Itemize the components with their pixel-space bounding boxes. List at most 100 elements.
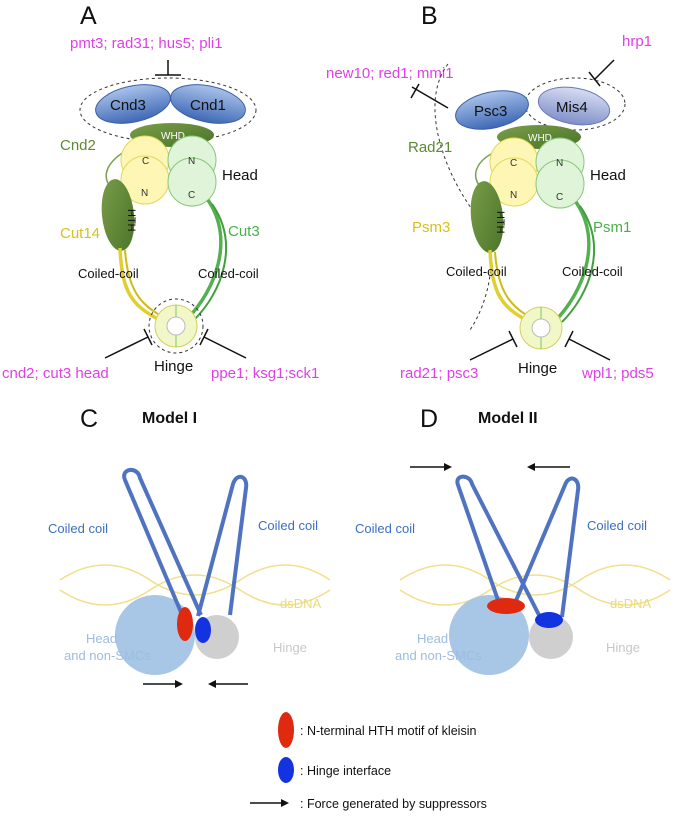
hinge-iface-c <box>195 617 211 643</box>
head-label-c-2: and non-SMCs <box>64 648 151 663</box>
cnd3-subunit <box>95 84 171 124</box>
hinge-label-b: Hinge <box>518 360 557 377</box>
head-label: Head <box>222 167 258 184</box>
coil-left-d <box>455 474 542 618</box>
dsdna-strand-1 <box>59 564 331 596</box>
mis4-label: Mis4 <box>556 99 588 116</box>
hth-label: HTH <box>125 209 137 232</box>
panel-d-title: Model II <box>478 410 538 427</box>
mis4-subunit <box>537 86 611 126</box>
inhibit-b-topleft-line <box>411 86 449 109</box>
panel-b-top-right-suppressors: hrp1 <box>622 33 652 50</box>
hth-motif <box>101 179 135 251</box>
inhibit-b-topright-line <box>593 59 615 81</box>
coil-right-c <box>196 474 249 617</box>
inhibit-b-right-line <box>568 338 611 361</box>
cnd1-label: Cnd1 <box>190 97 226 114</box>
coil-left-label-d: Coiled coil <box>355 521 415 536</box>
whd-label: WHD <box>161 131 185 142</box>
arm-right-label: Cut3 <box>228 223 260 240</box>
legend-red-label: : N-terminal HTH motif of kleisin <box>300 724 476 738</box>
kleisin-label-b: Rad21 <box>408 139 452 156</box>
inhibit-b-topleft-bar <box>410 83 420 99</box>
psc3-label: Psc3 <box>474 103 507 120</box>
panel-d-letter: D <box>420 405 438 433</box>
panel-c-letter: C <box>80 405 98 433</box>
panel-c: C Model I Coiled coil Coiled coil dsDNA … <box>48 405 331 688</box>
arrow-c-left-head <box>175 680 183 688</box>
arm-left-coil-b <box>488 249 531 324</box>
arm-right-label-b: Psm1 <box>593 219 631 236</box>
head-circle-d <box>449 595 529 675</box>
panel-b: B new10; red1; mmi1 hrp1 Psc3 Mis4 WHD R… <box>326 2 654 382</box>
head-c-green <box>167 157 217 207</box>
dsdna-label-d: dsDNA <box>610 596 652 611</box>
coil-right-label-c: Coiled coil <box>258 518 318 533</box>
arm-right-coil <box>186 199 223 320</box>
hth-red-d <box>487 598 525 614</box>
hinge-hole <box>166 316 186 336</box>
coil-right-label-b: Coiled-coil <box>562 264 623 279</box>
arrow-d-left-head <box>444 463 452 471</box>
cap-dashed-outline <box>79 77 257 143</box>
arm-left-label-b: Psm3 <box>412 219 450 236</box>
head-c-green-b <box>535 159 585 209</box>
hinge-hole-b <box>531 318 551 338</box>
arrow-c-right-head <box>208 680 216 688</box>
coil-right-label: Coiled-coil <box>198 266 259 281</box>
inhibit-right-line <box>203 336 247 359</box>
dsdna-strand-2 <box>59 574 331 606</box>
panel-a-top-suppressors: pmt3; rad31; hus5; pli1 <box>70 35 223 52</box>
hth-label-b: HTH <box>494 211 506 234</box>
arm-left-coil <box>118 247 161 322</box>
legend-arrow-label: : Force generated by suppressors <box>300 797 487 811</box>
head-c1-b: C <box>510 158 517 169</box>
inhibit-b-left-bar <box>508 330 518 348</box>
kleisin-label: Cnd2 <box>60 137 96 154</box>
legend-blue-swatch <box>278 757 294 783</box>
legend-red-swatch <box>278 712 294 748</box>
inhibit-right-bar <box>199 328 209 346</box>
dsdna-strand-1-d <box>399 564 671 596</box>
legend-blue-label: : Hinge interface <box>300 764 391 778</box>
head-n2: N <box>188 156 195 167</box>
panel-a-letter: A <box>80 2 97 30</box>
hinge-iface-d <box>535 612 563 628</box>
coil-right-label-d: Coiled coil <box>587 518 647 533</box>
legend: : N-terminal HTH motif of kleisin : Hing… <box>250 712 487 811</box>
inhibit-left-line <box>104 336 149 359</box>
hth-red-c <box>177 607 193 641</box>
head-c2: C <box>188 190 195 201</box>
arm-left-label: Cut14 <box>60 225 100 242</box>
head-n1: N <box>141 188 148 199</box>
head-circle-c <box>115 595 195 675</box>
panel-b-left-suppressors: rad21; psc3 <box>400 365 478 382</box>
head-label-d-2: and non-SMCs <box>395 648 482 663</box>
panel-d: D Model II Coiled coil Coiled coil dsDNA… <box>355 405 671 675</box>
head-label-b: Head <box>590 167 626 184</box>
coil-left-label-c: Coiled coil <box>48 521 108 536</box>
panel-b-top-left-suppressors: new10; red1; mmi1 <box>326 65 454 82</box>
coil-left-c <box>122 468 203 618</box>
panel-c-title: Model I <box>142 410 197 427</box>
coil-left-label: Coiled-coil <box>78 266 139 281</box>
coil-left-label-b: Coiled-coil <box>446 264 507 279</box>
hinge-label-c: Hinge <box>273 640 307 655</box>
head-label-c-1: Head <box>86 631 117 646</box>
coil-right-d <box>513 476 581 618</box>
arm-right-coil-b2 <box>561 205 595 323</box>
hinge-label-d: Hinge <box>606 640 640 655</box>
arm-left-coil-b2 <box>494 251 536 321</box>
head-c2-b: C <box>556 192 563 203</box>
dsdna-label-c: dsDNA <box>280 596 322 611</box>
hinge-dashed-outline <box>148 298 204 354</box>
hinge-label: Hinge <box>154 358 193 375</box>
panel-b-right-suppressors: wpl1; pds5 <box>581 365 654 382</box>
legend-arrow-head <box>281 799 289 807</box>
panel-a: A pmt3; rad31; hus5; pli1 Cnd3 Cnd1 WHD … <box>2 2 319 382</box>
panel-a-right-suppressors: ppe1; ksg1;sck1 <box>211 365 319 382</box>
inhibit-left-bar <box>143 328 153 346</box>
arm-left-coil-2 <box>124 249 166 319</box>
arrow-d-right-head <box>527 463 535 471</box>
